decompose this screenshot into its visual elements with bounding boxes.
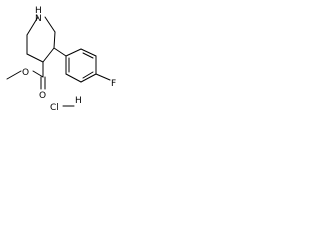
- piperidine-ring: [26, 16, 56, 63]
- atom-label-hydrogen: H: [75, 96, 82, 106]
- bond-ar5-ar6: [65, 73, 82, 83]
- aromatic-double-bond-2: [82, 71, 94, 79]
- atom-label-ester-oxygen: O: [22, 68, 29, 78]
- atom-label-chlorine: Cl: [50, 103, 59, 113]
- atom-label-nitrogen: N: [35, 14, 42, 24]
- aromatic-double-bond-1: [82, 52, 94, 59]
- bond-ar2-ar3: [80, 48, 97, 57]
- atom-label-carbonyl-oxygen: O: [39, 91, 46, 101]
- atom-label-fluorine: F: [111, 79, 116, 89]
- bond-c6-nh: [26, 16, 39, 36]
- bond-carbonyl-ester-oxygen: [32, 70, 44, 78]
- bond-nh-c2: [44, 16, 56, 33]
- bond-ring-to-phenyl: [53, 47, 67, 57]
- atom-label-nitrogen-h: H: [35, 6, 42, 16]
- bond-ar-fluorine: [95, 73, 111, 81]
- bond-ar1-ar2: [65, 48, 82, 57]
- bond-c4-c5: [26, 53, 44, 63]
- bond-c3-c4: [42, 47, 55, 63]
- bond-ar4-ar5: [80, 73, 97, 83]
- chemical-structure: H N F O O Cl H: [6, 6, 116, 113]
- bond-c2-c3: [53, 31, 56, 49]
- bond-ester-oxygen-methyl: [6, 70, 22, 80]
- fluorophenyl-ring: [65, 48, 97, 83]
- methyl-ester-group: [6, 61, 46, 90]
